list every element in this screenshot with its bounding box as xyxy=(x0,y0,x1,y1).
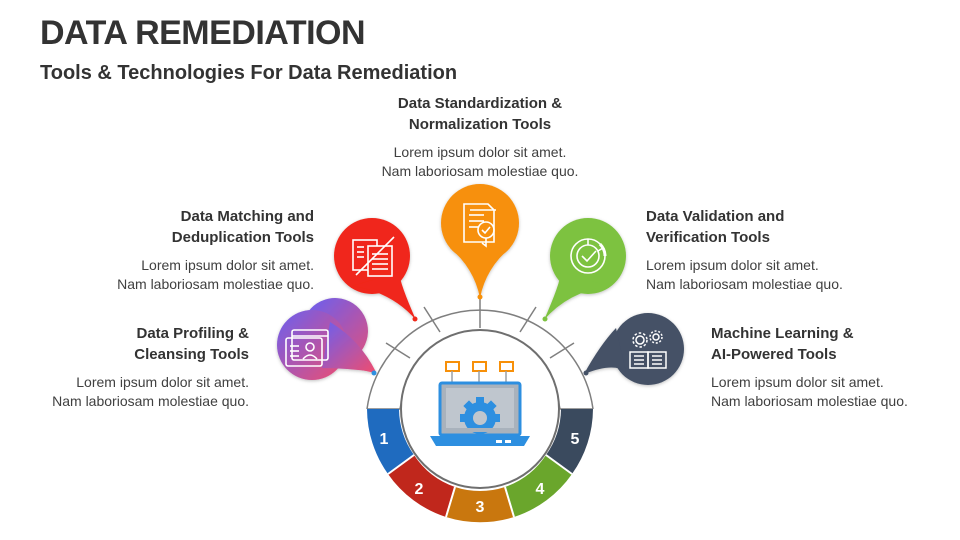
step-2-heading-line1: Data Matching and xyxy=(180,208,314,225)
step-5-text: Machine Learning & AI-Powered Tools Lore… xyxy=(711,323,951,411)
step-3-text: Data Standardization & Normalization Too… xyxy=(330,93,630,181)
step-4-heading-line1: Data Validation and xyxy=(646,208,785,225)
step-2-desc-line1: Lorem ipsum dolor sit amet. xyxy=(141,257,314,273)
step-5-heading-line2: AI-Powered Tools xyxy=(711,346,837,363)
step-2-text: Data Matching and Deduplication Tools Lo… xyxy=(14,206,314,294)
step-1-heading-line2: Cleansing Tools xyxy=(134,346,249,363)
step-4-text: Data Validation and Verification Tools L… xyxy=(646,206,946,294)
step-1-heading: Data Profiling & Cleansing Tools xyxy=(0,323,249,365)
connector-dot-1 xyxy=(371,370,377,376)
segment-number-1: 1 xyxy=(380,431,389,448)
connector-dot-4 xyxy=(542,316,548,322)
pin-validation xyxy=(544,218,626,320)
step-3-heading: Data Standardization & Normalization Too… xyxy=(330,93,630,135)
step-5-description: Lorem ipsum dolor sit amet. Nam laborios… xyxy=(711,373,951,411)
connector-dot-2 xyxy=(412,316,418,322)
pin-standardization xyxy=(441,184,519,298)
page-title: DATA REMEDIATION xyxy=(40,14,366,52)
step-3-heading-line2: Normalization Tools xyxy=(408,116,552,133)
connector-dot-3 xyxy=(477,294,483,300)
segment-number-5: 5 xyxy=(571,431,580,448)
pin-profiling xyxy=(277,298,376,380)
step-4-desc-line2: Nam laboriosam molestiae quo. xyxy=(646,276,843,292)
step-3-description: Lorem ipsum dolor sit amet. Nam laborios… xyxy=(330,143,630,181)
step-1-desc-line2: Nam laboriosam molestiae quo. xyxy=(52,393,249,409)
step-4-desc-line1: Lorem ipsum dolor sit amet. xyxy=(646,257,819,273)
connector-dot-5 xyxy=(583,370,589,376)
segment-2 xyxy=(388,455,455,517)
step-1-description: Lorem ipsum dolor sit amet. Nam laborios… xyxy=(0,373,249,411)
segment-number-4: 4 xyxy=(536,481,545,498)
step-3-heading-line1: Data Standardization & xyxy=(397,95,563,112)
segment-3 xyxy=(446,487,514,523)
profile-document-icon xyxy=(285,329,329,367)
page-subtitle: Tools & Technologies For Data Remediatio… xyxy=(40,62,458,84)
step-5-desc-line1: Lorem ipsum dolor sit amet. xyxy=(711,374,884,390)
step-3-desc-line1: Lorem ipsum dolor sit amet. xyxy=(393,144,567,160)
checklist-document-icon xyxy=(463,203,496,248)
step-4-heading: Data Validation and Verification Tools xyxy=(646,206,946,248)
step-3-desc-line2: Nam laboriosam molestiae quo. xyxy=(381,163,579,179)
segment-4 xyxy=(505,455,572,517)
step-4-description: Lorem ipsum dolor sit amet. Nam laborios… xyxy=(646,256,946,294)
step-5-heading-line1: Machine Learning & xyxy=(711,325,854,342)
laptop-gear-icon xyxy=(430,361,530,446)
verified-chart-icon xyxy=(570,238,607,274)
pin-ml xyxy=(584,313,684,385)
step-2-desc-line2: Nam laboriosam molestiae quo. xyxy=(117,276,314,292)
segment-5 xyxy=(546,409,593,474)
step-4-heading-line2: Verification Tools xyxy=(646,229,770,246)
step-5-desc-line2: Nam laboriosam molestiae quo. xyxy=(711,393,908,409)
step-2-heading-line2: Deduplication Tools xyxy=(171,229,314,246)
step-2-heading: Data Matching and Deduplication Tools xyxy=(14,206,314,248)
step-1-heading-line1: Data Profiling & xyxy=(136,325,249,342)
matching-documents-icon xyxy=(352,236,395,277)
outer-ring-lower xyxy=(367,409,593,523)
step-2-description: Lorem ipsum dolor sit amet. Nam laborios… xyxy=(14,256,314,294)
step-1-desc-line1: Lorem ipsum dolor sit amet. xyxy=(76,374,249,390)
gears-book-icon xyxy=(629,330,667,369)
segment-1 xyxy=(367,409,414,474)
step-5-heading: Machine Learning & AI-Powered Tools xyxy=(711,323,951,365)
segment-number-3: 3 xyxy=(476,499,485,516)
segment-number-2: 2 xyxy=(415,481,424,498)
step-1-text: Data Profiling & Cleansing Tools Lorem i… xyxy=(0,323,249,411)
